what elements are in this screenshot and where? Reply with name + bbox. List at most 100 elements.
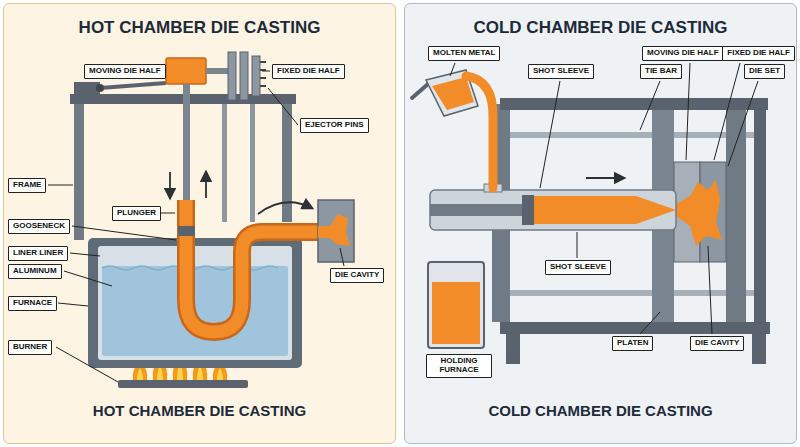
label-text: FRAME (13, 181, 41, 190)
die (318, 200, 354, 262)
leader-lines (686, 63, 690, 160)
machine-frame (492, 98, 770, 364)
moving-die-half (166, 58, 206, 84)
fixed-die-half (252, 56, 260, 96)
ejector-pins (260, 62, 266, 86)
label-text: BURNER (13, 343, 47, 352)
part-label: TIE BAR (640, 64, 682, 79)
machine-frame (752, 334, 766, 364)
leader-lines (56, 347, 118, 382)
part-label: FIXED DIE HALF (722, 46, 795, 61)
machine-frame (506, 334, 520, 364)
part-label: SHOT SLEEVE (545, 260, 611, 275)
part-label: GOOSENECK (8, 219, 70, 234)
ladle (412, 70, 493, 188)
part-label: EJECTOR PINS (300, 118, 369, 133)
leader-lines (268, 88, 298, 125)
label-text: HOLDING FURNACE (431, 357, 487, 375)
leader-lines (577, 232, 578, 258)
label-text: ALUMINUM (13, 267, 57, 276)
leader-lines (714, 63, 740, 160)
part-label: ALUMINUM (8, 264, 62, 279)
label-text: DIE CAVITY (695, 339, 739, 348)
leader-lines (72, 226, 176, 240)
machine-frame (100, 83, 166, 88)
ejector-pins (260, 61, 266, 63)
label-text: MOVING DIE HALF (89, 67, 161, 76)
label-text: LINER LINER (13, 249, 63, 258)
label-text: MOVING DIE HALF (647, 49, 719, 58)
shot-sleeve (430, 190, 676, 230)
ladle (432, 77, 474, 110)
leader-lines (340, 248, 344, 266)
moving-die-half (166, 58, 228, 84)
motion-arrows (205, 172, 207, 198)
leader-lines (70, 253, 100, 256)
ladle (466, 76, 493, 188)
part-label: SHOT SLEEVE (528, 64, 594, 79)
label-text: EJECTOR PINS (305, 121, 364, 130)
machine-frame (96, 84, 104, 92)
shot-sleeve (430, 204, 522, 216)
gooseneck (186, 200, 318, 332)
label-text: PLUNGER (117, 209, 156, 218)
burner (137, 368, 143, 380)
fixed-die-half (240, 52, 248, 100)
leader-lines (540, 81, 560, 188)
motion-arrows (258, 202, 312, 214)
leader-lines (262, 71, 270, 72)
leader-lines (58, 303, 88, 306)
shot-sleeve (430, 184, 676, 230)
leader-lines (640, 81, 660, 130)
part-label: DIE CAVITY (330, 268, 384, 283)
part-label: HOLDING FURNACE (426, 354, 492, 378)
leader-lines (640, 312, 660, 334)
machine-frame (250, 104, 255, 222)
holding-furnace (432, 282, 480, 344)
cold-chamber-drawing (412, 63, 770, 364)
panel-title: COLD CHAMBER DIE CASTING (405, 18, 796, 38)
holding-furnace (428, 262, 484, 348)
leader-lines (450, 63, 455, 76)
moving-die-half (206, 68, 228, 74)
part-label: PLATEN (612, 336, 653, 351)
part-label: FIXED DIE HALF (272, 64, 345, 79)
part-label: FURNACE (8, 296, 57, 311)
label-text: SHOT SLEEVE (550, 263, 606, 272)
machine-frame (74, 94, 84, 240)
diagram-panel: COLD CHAMBER DIE CASTING COLD CHAMBER DIE… (404, 3, 797, 444)
panel-footer: COLD CHAMBER DIE CASTING (405, 402, 796, 420)
die (318, 200, 354, 262)
fixed-die-half (228, 52, 260, 100)
burner (217, 368, 223, 380)
part-label: MOVING DIE HALF (642, 46, 724, 61)
leader-lines (728, 81, 758, 166)
ejector-pins (260, 85, 266, 87)
label-text: PLATEN (617, 339, 648, 348)
shot-sleeve (522, 195, 534, 225)
label-text: FIXED DIE HALF (277, 67, 340, 76)
die-set (674, 162, 726, 262)
ladle (412, 84, 428, 98)
cold-chamber-illustration (405, 4, 797, 444)
label-text: FURNACE (13, 299, 52, 308)
part-label: MOVING DIE HALF (84, 64, 166, 79)
motion-arrow (586, 178, 624, 179)
hot-chamber-drawing (48, 52, 354, 388)
label-text: GOOSENECK (13, 222, 65, 231)
panel-title: HOT CHAMBER DIE CASTING (4, 18, 395, 38)
machine-frame (222, 104, 227, 222)
leader-lines (64, 271, 112, 286)
die-set (676, 180, 722, 246)
die (318, 214, 350, 246)
part-label: MOLTEN METAL (428, 46, 500, 61)
gooseneck (178, 200, 318, 332)
part-label: DIE SET (744, 64, 785, 79)
burner (118, 380, 248, 388)
part-label: BURNER (8, 340, 52, 355)
ejector-pins (260, 77, 266, 79)
label-text: FIXED DIE HALF (727, 49, 790, 58)
label-text: MOLTEN METAL (433, 49, 495, 58)
leader-lines (48, 185, 73, 186)
